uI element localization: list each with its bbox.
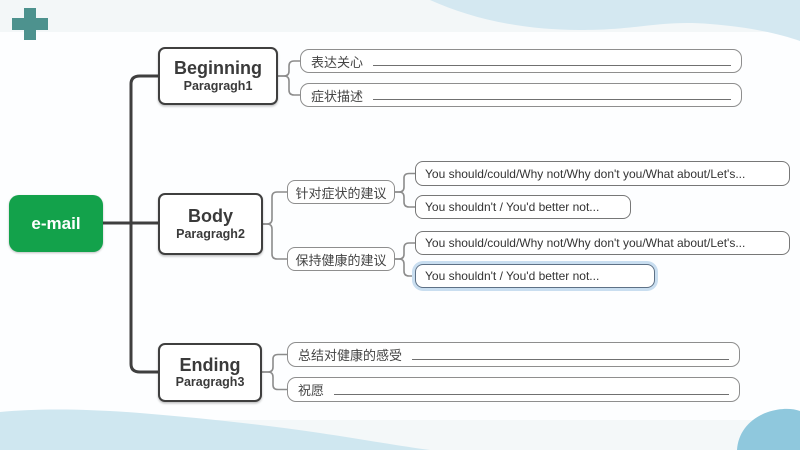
fill-in-blank-line [373, 65, 731, 66]
leaf-node-suggestion-patterns-2[interactable]: You should/could/Why not/Why don't you/W… [415, 231, 790, 255]
leaf-label: 总结对健康的感受 [298, 348, 403, 363]
branch-subtitle: Paragragh1 [183, 78, 253, 93]
leaf-node-express-concern[interactable]: 表达关心 [300, 49, 742, 73]
leaf-node-suggestion-patterns-1[interactable]: You should/could/Why not/Why don't you/W… [415, 161, 790, 186]
leaf-node-negative-patterns-2-selected[interactable]: You shouldn't / You'd better not... [415, 264, 655, 288]
leaf-node-symptom-description[interactable]: 症状描述 [300, 83, 742, 107]
branch-node-body[interactable]: Body Paragragh2 [158, 193, 263, 255]
branch-title: Ending [179, 354, 241, 375]
leaf-label: 表达关心 [311, 54, 364, 70]
fill-in-blank-line [334, 394, 729, 395]
group-node-advice-stay-healthy[interactable]: 保持健康的建议 [287, 247, 395, 271]
plus-vertical-bar [24, 8, 36, 40]
corner-blob-shape [737, 408, 800, 450]
branch-node-ending[interactable]: Ending Paragragh3 [158, 343, 262, 402]
fill-in-blank-line [373, 99, 731, 100]
leaf-label: 症状描述 [311, 88, 364, 104]
branch-title: Beginning [174, 58, 262, 79]
branch-node-beginning[interactable]: Beginning Paragragh1 [158, 47, 278, 105]
medical-plus-icon [12, 8, 48, 40]
leaf-label: 祝愿 [298, 383, 325, 398]
branch-subtitle: Paragragh2 [176, 226, 245, 241]
bottom-wave-shape [0, 409, 430, 450]
top-wave-shape [430, 0, 800, 41]
root-node-email[interactable]: e-mail [9, 195, 103, 252]
group-node-advice-for-symptoms[interactable]: 针对症状的建议 [287, 180, 395, 204]
leaf-node-wishes[interactable]: 祝愿 [287, 377, 740, 402]
leaf-node-summary-health-feelings[interactable]: 总结对健康的感受 [287, 342, 740, 367]
leaf-node-negative-patterns-1[interactable]: You shouldn't / You'd better not... [415, 195, 631, 219]
branch-subtitle: Paragragh3 [175, 375, 245, 390]
fill-in-blank-line [412, 359, 729, 360]
branch-title: Body [188, 206, 233, 227]
